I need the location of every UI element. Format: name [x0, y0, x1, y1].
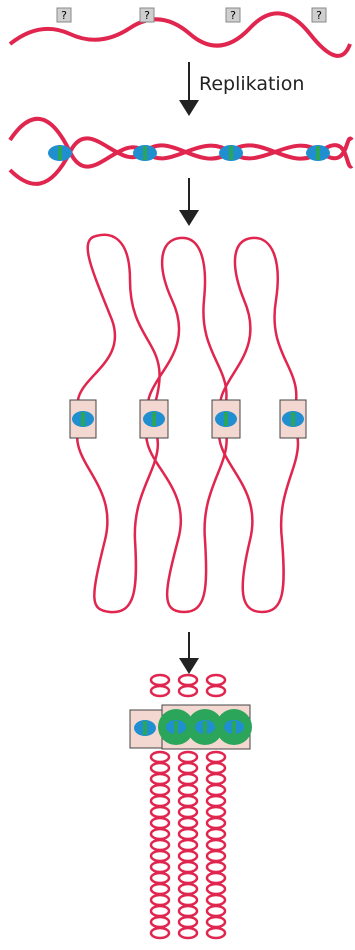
chromatin-coil	[179, 884, 197, 894]
stage3-loops	[77, 235, 298, 612]
chromatin-coil	[207, 675, 225, 685]
chromatin-coil	[151, 873, 169, 883]
chromatin-coil	[151, 675, 169, 685]
kinetochore-pair	[280, 400, 306, 438]
chromatin-coil	[207, 884, 225, 894]
chromatin-coil	[179, 829, 197, 839]
chromatin-coil	[207, 851, 225, 861]
centromere	[219, 145, 243, 161]
kinetochore-pair	[140, 400, 168, 438]
chromatin-coil	[207, 785, 225, 795]
chromatin-coil	[179, 928, 197, 938]
question-marker: ?	[312, 8, 326, 22]
chromatin-coil	[207, 928, 225, 938]
centromere	[48, 145, 72, 161]
chromatin-coil	[207, 917, 225, 927]
stage4-centromere-block	[130, 690, 252, 950]
chromatin-coil	[151, 763, 169, 773]
chromatin-coil	[207, 807, 225, 817]
chromatin-coil	[207, 763, 225, 773]
chromatin-coil	[151, 752, 169, 762]
chromatin-coil	[151, 807, 169, 817]
chromatin-coil	[207, 752, 225, 762]
centromere	[306, 145, 330, 161]
chromatin-coil	[207, 829, 225, 839]
chromatin-coil	[151, 851, 169, 861]
chromatin-coil	[207, 906, 225, 916]
chromatin-coil	[207, 686, 225, 696]
chromatin-coil	[207, 895, 225, 905]
kinetochore-pair	[212, 400, 240, 438]
chromatin-coil	[151, 818, 169, 828]
stage3-kinetochores	[70, 400, 306, 438]
chromatin-coil	[179, 763, 197, 773]
chromatin-coil	[179, 873, 197, 883]
chromatin-coil	[179, 862, 197, 872]
chromatin-coil	[179, 840, 197, 850]
chromatin-coil	[151, 840, 169, 850]
replication-label: Replikation	[199, 73, 304, 95]
question-marker: ?	[226, 8, 240, 22]
svg-text:?: ?	[316, 9, 322, 22]
chromatin-coil	[179, 686, 197, 696]
chromatin-coil	[151, 829, 169, 839]
chromatin-coil	[207, 818, 225, 828]
chromatin-coil	[151, 895, 169, 905]
chromatin-coil	[179, 851, 197, 861]
chromatin-coil	[151, 796, 169, 806]
svg-text:?: ?	[230, 9, 236, 22]
chromatin-coil	[151, 686, 169, 696]
centromere	[133, 145, 157, 161]
chromatin-coil	[151, 884, 169, 894]
chromatin-coil	[151, 785, 169, 795]
question-marker: ?	[57, 8, 71, 22]
chromatin-coil	[207, 862, 225, 872]
chromatin-coil	[207, 840, 225, 850]
chromatin-coil	[179, 675, 197, 685]
chromatin-coil	[179, 917, 197, 927]
svg-text:?: ?	[144, 9, 150, 22]
chromatin-coil	[151, 906, 169, 916]
chromatin-coil	[179, 752, 197, 762]
chromatin-coil	[179, 774, 197, 784]
chromatin-coil	[179, 807, 197, 817]
chromatin-coil	[207, 873, 225, 883]
chromatin-coil	[179, 818, 197, 828]
chromatin-coil	[179, 906, 197, 916]
chromatin-coil	[179, 785, 197, 795]
chromatin-coil	[151, 917, 169, 927]
chromatin-coil	[151, 928, 169, 938]
chromatin-coil	[151, 862, 169, 872]
chromatin-coil	[179, 796, 197, 806]
chromatin-coil	[207, 774, 225, 784]
question-marker: ?	[140, 8, 154, 22]
chromatin-coil	[207, 796, 225, 806]
kinetochore-pair	[70, 400, 96, 438]
chromatin-coil	[179, 895, 197, 905]
svg-text:?: ?	[61, 9, 67, 22]
chromatin-coil	[151, 774, 169, 784]
